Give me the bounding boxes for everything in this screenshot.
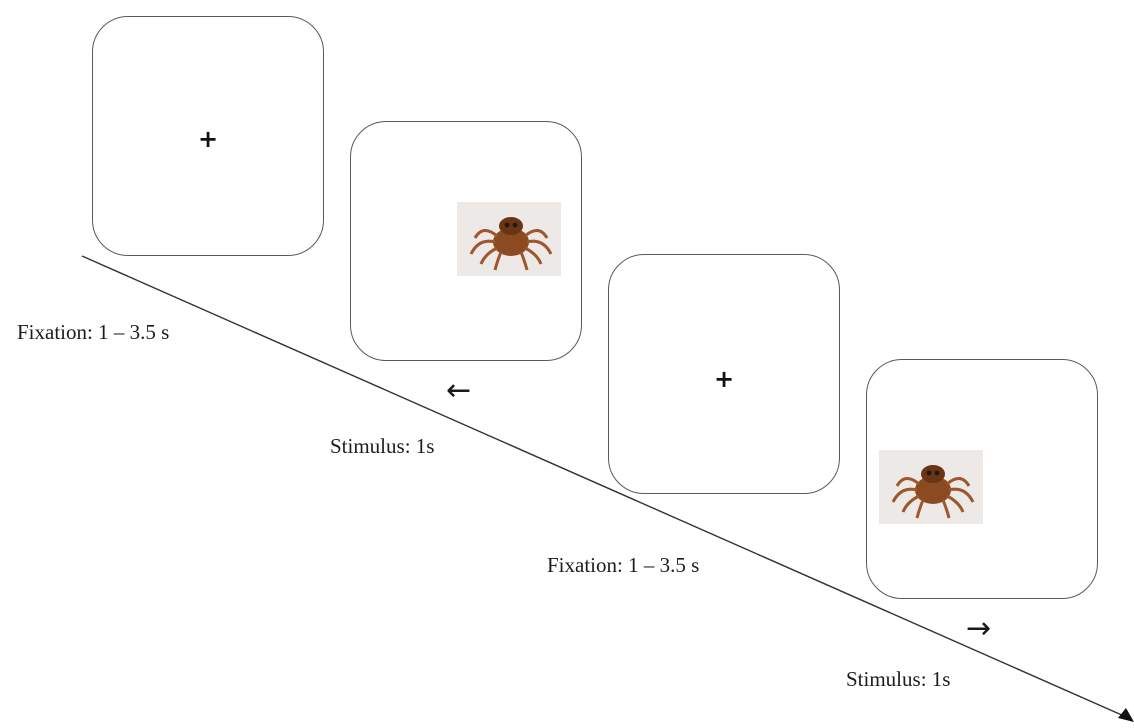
fixation-screen-1: + bbox=[92, 16, 324, 256]
fixation-cross-icon: + bbox=[713, 365, 735, 393]
fixation-label-1: Fixation: 1 – 3.5 s bbox=[17, 320, 170, 344]
stimulus-screen-1 bbox=[350, 121, 582, 361]
timeline-arrowhead-icon bbox=[1118, 708, 1134, 722]
stimulus-label-1: Stimulus: 1s bbox=[330, 434, 435, 458]
stimulus-screen-2 bbox=[866, 359, 1098, 599]
fixation-cross-icon: + bbox=[197, 125, 219, 153]
spider-photo bbox=[879, 450, 983, 524]
stimulus-label-2: Stimulus: 1s bbox=[846, 667, 951, 691]
right-arrow-icon: → bbox=[966, 611, 992, 646]
left-arrow-icon: ← bbox=[446, 373, 472, 408]
fixation-screen-2: + bbox=[608, 254, 840, 494]
fixation-label-2: Fixation: 1 – 3.5 s bbox=[547, 553, 700, 577]
spider-photo bbox=[457, 202, 561, 276]
